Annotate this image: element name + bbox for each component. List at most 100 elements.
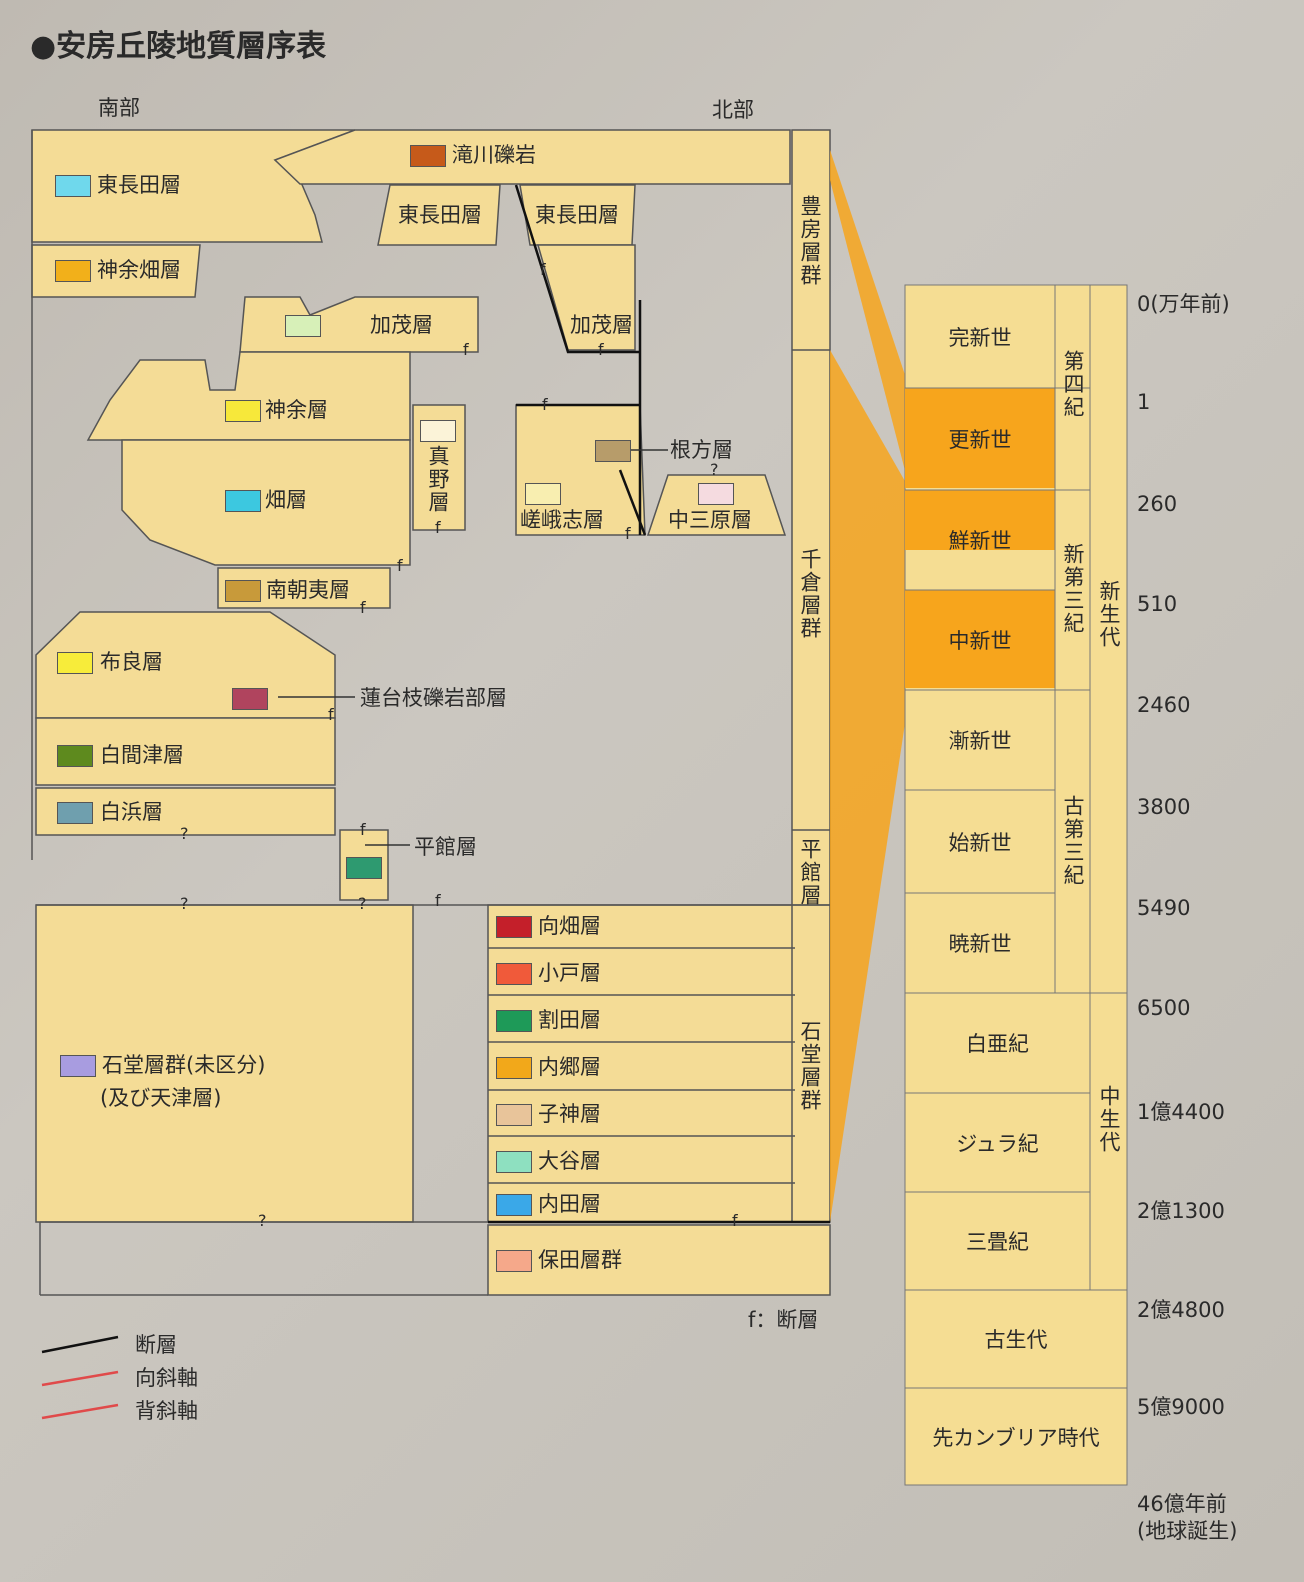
north-label: 北部 — [712, 98, 754, 122]
neogene-label: 新第三紀 — [1061, 543, 1085, 635]
fault-mark: f — [542, 395, 548, 414]
fault-mark: f — [540, 260, 546, 279]
sagashi-swatch — [525, 483, 561, 505]
fault-mark: f — [328, 705, 334, 724]
uchida-label: 内田層 — [538, 1192, 601, 1216]
shiramazu-label: 白間津層 — [100, 743, 184, 767]
paleogene-label: 古第三紀 — [1061, 795, 1085, 887]
precambrian: 先カンブリア時代 — [932, 1425, 1100, 1450]
uchida-swatch — [496, 1194, 532, 1216]
age-tick: 2億1300 — [1137, 1199, 1225, 1223]
fault-line-1 — [514, 184, 640, 354]
unknown-mark: ? — [180, 894, 189, 913]
takigawa-swatch — [410, 145, 446, 167]
age-tick: (地球誕生) — [1137, 1519, 1238, 1543]
fault-mark: f — [732, 1211, 738, 1230]
age-tick: 1億4400 — [1137, 1100, 1225, 1124]
nekata-label: 根方層 — [670, 438, 733, 462]
fault-mark: f — [360, 820, 366, 839]
jinyobata-swatch — [55, 260, 91, 282]
minamitomoe-label: 南朝夷層 — [266, 578, 350, 602]
miocene-band — [905, 590, 1055, 688]
koto-label: 小戸層 — [538, 961, 601, 985]
kamo-label-2: 加茂層 — [570, 313, 633, 337]
jinyobata-label: 神余畑層 — [97, 258, 181, 282]
fault-mark: f — [625, 524, 631, 543]
unknown-mark: ? — [180, 824, 189, 843]
block-right-column — [487, 904, 796, 1223]
quaternary-label: 第四紀 — [1061, 350, 1085, 419]
heidate-swatch — [346, 857, 382, 879]
period-triassic: 三畳紀 — [966, 1230, 1029, 1254]
heidate-group-label: 平館層 — [798, 838, 822, 907]
uchigo-label: 内郷層 — [538, 1055, 601, 1079]
page-title: ●安房丘陵地質層序表 — [30, 29, 327, 64]
epoch-miocene: 中新世 — [948, 629, 1012, 653]
ishido-label-2: (及び天津層) — [100, 1086, 222, 1110]
ooya-label: 大谷層 — [538, 1149, 601, 1173]
uchigo-swatch — [496, 1057, 532, 1079]
block-takigawa — [273, 129, 791, 185]
higashinagata-label: 東長田層 — [97, 173, 181, 197]
manno-label: 真野層 — [426, 445, 450, 514]
period-cretaceous: 白亜紀 — [966, 1032, 1029, 1056]
legend-syncline: 向斜軸 — [135, 1366, 198, 1390]
fault-mark: f — [435, 518, 441, 537]
sagashi-label: 嵯峨志層 — [520, 508, 604, 532]
nakamihara-label: 中三原層 — [668, 508, 752, 532]
takigawa-label: 滝川礫岩 — [452, 143, 536, 167]
warita-swatch — [496, 1010, 532, 1032]
hata-swatch — [225, 490, 261, 512]
mera-label: 布良層 — [100, 650, 163, 674]
epoch-paleocene: 暁新世 — [948, 932, 1012, 956]
era-paleozoic: 古生代 — [984, 1328, 1048, 1352]
mesozoic-label: 中生代 — [1097, 1085, 1121, 1154]
unknown-mark: ? — [358, 894, 367, 913]
unknown-mark: ? — [258, 1211, 267, 1230]
age-tick: 2億4800 — [1137, 1298, 1225, 1322]
age-tick: 46億年前 — [1137, 1492, 1227, 1516]
block-hata — [121, 439, 411, 566]
hata-label: 畑層 — [265, 488, 307, 512]
age-tick: 3800 — [1137, 795, 1191, 819]
fault-mark: f — [598, 340, 604, 359]
mera-swatch — [57, 652, 93, 674]
age-tick: 2460 — [1137, 693, 1191, 717]
block-higashinagata-mid — [377, 184, 501, 246]
pleistocene-band — [905, 388, 1055, 488]
age-tick: 1 — [1137, 390, 1151, 414]
block-hota — [487, 1224, 831, 1296]
epoch-pliocene: 鮮新世 — [948, 529, 1012, 553]
negami-swatch — [496, 1104, 532, 1126]
age-tick: 510 — [1137, 592, 1178, 616]
minamitomoe-swatch — [225, 580, 261, 602]
age-tick: 260 — [1137, 492, 1178, 516]
rendaishi-swatch — [232, 688, 268, 710]
higashinagata-swatch — [55, 175, 91, 197]
fault-mark: f — [397, 556, 403, 575]
epoch-holocene: 完新世 — [948, 325, 1012, 350]
block-fault-strip — [537, 244, 636, 351]
fault-mark: f — [360, 598, 366, 617]
legend-anticline: 背斜軸 — [135, 1399, 198, 1423]
ooya-swatch — [496, 1151, 532, 1173]
manno-swatch — [420, 420, 456, 442]
warita-label: 割田層 — [538, 1008, 601, 1032]
fault-mark: f — [463, 340, 469, 359]
period-jurassic: ジュラ紀 — [956, 1131, 1039, 1156]
block-shirahama — [35, 787, 336, 836]
fault-line-3 — [618, 469, 647, 536]
mukaibata-label: 向畑層 — [538, 914, 601, 938]
block-jinyo — [86, 351, 411, 441]
chikura-group-label: 千倉層群 — [798, 548, 822, 640]
epoch-pleistocene: 更新世 — [948, 428, 1012, 452]
mukaibata-swatch — [496, 916, 532, 938]
nekata-swatch — [595, 440, 631, 462]
kamo-swatch — [285, 315, 321, 337]
nakamihara-swatch — [698, 483, 734, 505]
epoch-oligocene: 漸新世 — [948, 729, 1012, 753]
block-nakamihara — [646, 474, 787, 536]
ishido-group-label: 石堂層群 — [798, 1020, 822, 1112]
fault-mark: f — [435, 891, 441, 910]
